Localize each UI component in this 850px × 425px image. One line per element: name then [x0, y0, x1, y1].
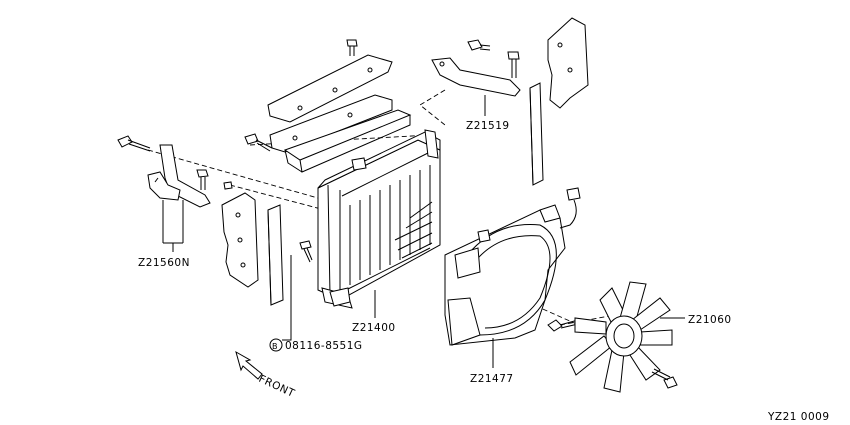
bolt-08116-8551g[interactable] — [299, 240, 313, 263]
callout-bolt: B 08116-8551G — [269, 338, 363, 352]
shroud-harness[interactable] — [559, 187, 581, 229]
radiator-z21400[interactable] — [317, 129, 441, 309]
bracket-z21560n[interactable] — [147, 144, 211, 208]
radiator-core-fins — [349, 165, 433, 285]
top-plate-upper[interactable] — [267, 54, 393, 123]
callout-z21477: Z21477 — [470, 373, 514, 385]
fan-shroud-z21477[interactable] — [444, 204, 566, 346]
side-seal-right[interactable] — [547, 17, 589, 109]
seal-strip-left[interactable] — [267, 204, 284, 306]
bracket-z21519[interactable] — [431, 57, 521, 97]
bolt-leader — [282, 255, 292, 341]
cooling-fan-z21060[interactable] — [569, 281, 673, 393]
seal-strip-right[interactable] — [529, 82, 544, 186]
bolt-fan[interactable] — [651, 368, 678, 389]
svg-text:B: B — [272, 342, 278, 351]
bolt-right-top[interactable] — [507, 51, 520, 78]
callout-z21060: Z21060 — [688, 314, 732, 326]
seal-strip-top[interactable] — [283, 109, 412, 173]
svg-text:FRONT: FRONT — [257, 373, 297, 400]
svg-text:08116-8551G: 08116-8551G — [285, 340, 363, 352]
front-arrow: FRONT — [235, 350, 297, 400]
callout-z21400: Z21400 — [352, 322, 396, 334]
bolt-top-plate[interactable] — [346, 39, 358, 56]
nut-left[interactable] — [223, 181, 233, 190]
bolt-left-bracket[interactable] — [196, 169, 209, 190]
bolt-left-top[interactable] — [117, 135, 151, 152]
diagram-code: YZ21 0009 — [767, 411, 830, 423]
callout-z21560n: Z21560N — [138, 257, 190, 269]
callout-z21519: Z21519 — [466, 120, 510, 132]
z21560n-leader — [162, 200, 184, 252]
bolt-top-plate-lower[interactable] — [244, 133, 273, 152]
side-seal-left[interactable] — [221, 192, 259, 288]
bolt-bracket-z21519[interactable] — [467, 39, 491, 51]
bolt-shroud[interactable] — [547, 319, 579, 332]
